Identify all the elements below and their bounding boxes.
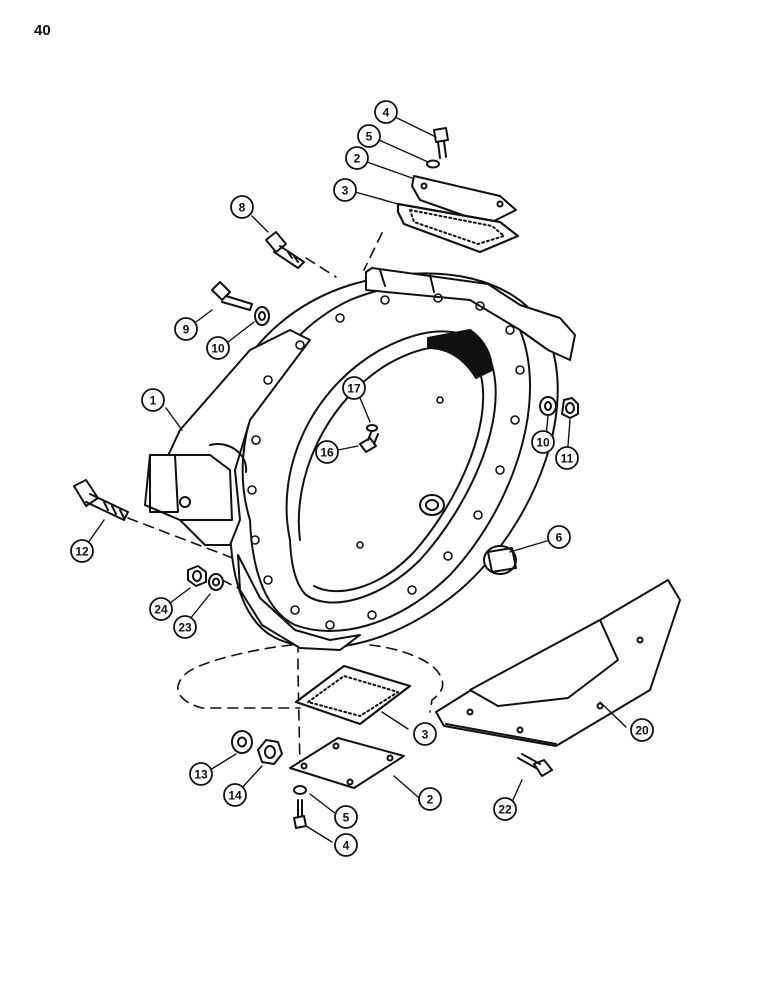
callout-label: 17 [347,382,361,396]
stud-12 [73,479,129,521]
callout-circle [70,539,94,563]
callout-label: 2 [354,152,361,166]
callout-23: 23 [173,615,197,639]
top-bolt [433,127,449,159]
callout-label: 12 [75,545,89,559]
callout-circle [149,597,173,621]
callout-label: 2 [427,793,434,807]
callout-5-top: 5 [357,124,381,148]
callout-11: 11 [555,446,579,470]
callout-label: 14 [228,789,242,803]
callout-label: 24 [154,603,168,617]
callout-circle [315,440,339,464]
callout-2-bottom: 2 [418,787,442,811]
callout-circle [413,722,437,746]
callout-circle [547,525,571,549]
callout-1: 1 [141,388,165,412]
callout-circle [174,317,198,341]
page-number: 40 [34,22,51,39]
callout-label: 4 [383,106,390,120]
callout-2-top: 2 [345,146,369,170]
callout-22: 22 [493,797,517,821]
callout-circle [345,146,369,170]
callout-label: 9 [183,323,190,337]
callout-circle [630,718,654,742]
callout-3-top: 3 [333,178,357,202]
callout-label: 1 [150,394,157,408]
callout-14: 14 [223,783,247,807]
bottom-cover-plate [289,737,405,789]
callout-label: 3 [342,184,349,198]
callout-label: 4 [343,839,350,853]
callout-label: 13 [194,768,208,782]
washer-10-right [539,396,557,416]
callout-circle [531,430,555,454]
callout-label: 20 [635,724,649,738]
callout-circle [334,805,358,829]
callout-circle [493,797,517,821]
callout-4-top: 4 [374,100,398,124]
callout-20: 20 [630,718,654,742]
callout-label: 6 [556,531,563,545]
flange-bolt-holes [247,293,525,630]
callout-12: 12 [70,539,94,563]
callout-24: 24 [149,597,173,621]
callout-label: 16 [320,446,334,460]
callout-label: 11 [561,452,574,466]
flywheel-housing [144,267,576,651]
callout-label: 10 [211,342,225,356]
callout-label: 3 [422,728,429,742]
washer-13 [231,730,253,754]
callout-circle [342,376,366,400]
bottom-washer [293,785,307,795]
callout-circle [374,100,398,124]
bottom-gasket [294,664,412,726]
callout-label: 10 [536,436,550,450]
callout-3-bottom: 3 [413,722,437,746]
callout-circle [555,446,579,470]
callout-circle [206,336,230,360]
callout-label: 22 [498,803,512,817]
callout-circle [357,124,381,148]
washer-23 [208,573,224,591]
bolt-22 [517,753,553,777]
plug-6 [483,545,517,575]
callout-circle [189,762,213,786]
callout-8: 8 [230,195,254,219]
callout-circle [333,178,357,202]
callout-10-right: 10 [531,430,555,454]
callout-10-left: 10 [206,336,230,360]
shield-20 [435,579,681,747]
top-washer [426,159,440,169]
callout-circle [223,783,247,807]
callout-9: 9 [174,317,198,341]
callout-label: 5 [343,811,350,825]
callout-17: 17 [342,376,366,400]
callout-circle [418,787,442,811]
callout-4-bottom: 4 [334,833,358,857]
nut-11 [561,397,579,419]
nut-24 [187,565,207,587]
callout-5-bottom: 5 [334,805,358,829]
callout-6: 6 [547,525,571,549]
callout-13: 13 [189,762,213,786]
top-gasket [396,202,520,254]
callout-label: 5 [366,130,373,144]
callout-label: 23 [178,621,192,635]
callout-circle [230,195,254,219]
callout-label: 8 [239,201,246,215]
callout-leaders [87,117,627,843]
callout-16: 16 [315,440,339,464]
washer-10-left [254,306,270,326]
callout-circle [334,833,358,857]
bolt-9 [211,281,253,311]
bottom-bolt [293,799,307,829]
callout-circle [141,388,165,412]
washer-17 [366,424,378,432]
callout-circle [173,615,197,639]
bolt-8 [265,231,305,269]
nut-14 [257,739,283,765]
